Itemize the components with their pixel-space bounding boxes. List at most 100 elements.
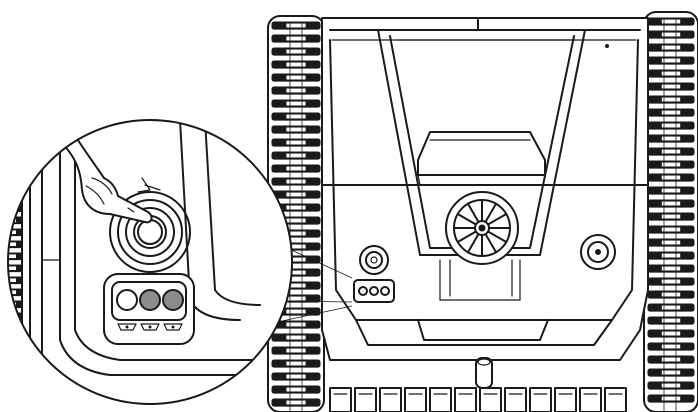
tread-slot [661, 370, 681, 375]
skirt-block [479, 387, 502, 412]
tread-slot [8, 326, 16, 331]
tread-slot [8, 338, 16, 343]
fan-spoke [456, 213, 477, 225]
tread-bar [8, 180, 23, 189]
tread-slot [661, 292, 681, 297]
tread-slot [661, 149, 681, 154]
tread-bar [8, 192, 23, 201]
tread-slot [661, 266, 681, 271]
tread-slot [661, 58, 681, 63]
tread-bar [8, 336, 23, 345]
indicator-light-2 [139, 289, 161, 311]
fan-spoke [485, 233, 497, 254]
tread-slot [661, 32, 681, 37]
tread-slot [8, 158, 16, 163]
tread-slot [286, 244, 306, 249]
tread-slot [286, 348, 306, 353]
tread-slot [661, 279, 681, 284]
skirt-block [379, 387, 402, 412]
power-button-small [359, 245, 389, 275]
tread-slot [286, 387, 306, 392]
tread-slot [8, 170, 16, 175]
tread-bar [8, 396, 23, 404]
tread-slot [286, 205, 306, 210]
skirt-block [554, 387, 577, 412]
status-light-icon [103, 273, 195, 345]
tread-slot [661, 162, 681, 167]
tread-slot [8, 314, 16, 319]
tread-slot [661, 305, 681, 310]
tread-slot [661, 97, 681, 102]
tread-slot [286, 361, 306, 366]
tread-slot [8, 182, 16, 187]
skirt-block [579, 387, 602, 412]
bottom-skirt [329, 387, 627, 412]
tread-slot [8, 146, 16, 151]
robot-body [321, 17, 649, 412]
tread-slot [661, 188, 681, 193]
tread-slot [661, 227, 681, 232]
indicator-light-1 [116, 289, 138, 311]
tread-slot [286, 309, 306, 314]
tread-slot [8, 374, 16, 379]
tread-slot [661, 240, 681, 245]
tread-slot [286, 23, 306, 28]
tread-bar [8, 216, 23, 225]
tread-slot [661, 71, 681, 76]
tread-bar [8, 360, 23, 369]
tread-slot [286, 218, 306, 223]
tread-slot [286, 140, 306, 145]
tread-slot [286, 88, 306, 93]
right-track [643, 11, 698, 412]
skirt-block [604, 387, 627, 412]
tread-bar [8, 144, 23, 153]
tread-slot [661, 110, 681, 115]
tread-slot [8, 194, 16, 199]
fan-spoke [467, 233, 479, 254]
tread-slot [286, 231, 306, 236]
fan-spoke [485, 202, 497, 223]
tread-slot [286, 192, 306, 197]
tread-slot [8, 350, 16, 355]
tread-slot [8, 278, 16, 283]
tread-slot [286, 75, 306, 80]
tread-slot [661, 123, 681, 128]
tread-slot [286, 374, 306, 379]
tread-slot [286, 114, 306, 119]
tread-slot [8, 242, 16, 247]
tread-bar [8, 168, 23, 177]
tread-slot [286, 101, 306, 106]
tread-slot [661, 214, 681, 219]
skirt-block [454, 387, 477, 412]
skirt-block [354, 387, 377, 412]
indicator-light-3 [162, 289, 184, 311]
tread-slot [661, 344, 681, 349]
tread-slot [8, 386, 16, 391]
fan-spoke [467, 202, 479, 223]
tread-bar [8, 348, 23, 357]
skirt-block [529, 387, 552, 412]
tread-bar [8, 384, 23, 393]
tread-slot [286, 153, 306, 158]
tread-slot [286, 283, 306, 288]
magnified-view [7, 119, 293, 405]
tread-slot [286, 62, 306, 67]
fan-spoke [456, 231, 477, 243]
skirt-block [504, 387, 527, 412]
tread-slot [286, 270, 306, 275]
tread-slot [286, 335, 306, 340]
tread-slot [661, 175, 681, 180]
tread-slot [661, 45, 681, 50]
fan-spoke [487, 231, 508, 243]
tread-slot [8, 362, 16, 367]
tread-slot [661, 253, 681, 258]
tread-slot [286, 257, 306, 262]
tread-slot [661, 136, 681, 141]
tread-slot [8, 206, 16, 211]
skirt-block [404, 387, 427, 412]
tread-slot [286, 127, 306, 132]
tread-slot [661, 318, 681, 323]
tread-slot [286, 400, 306, 405]
